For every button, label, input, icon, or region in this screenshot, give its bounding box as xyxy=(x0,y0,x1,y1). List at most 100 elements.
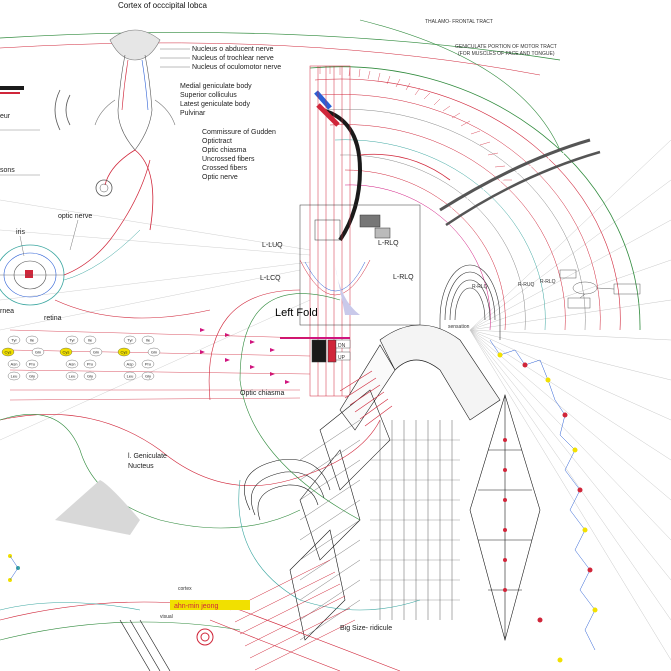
amino-acid-node xyxy=(65,335,79,345)
amino-acid-label: Asn xyxy=(69,362,76,367)
l-luq-label: L-LUQ xyxy=(262,242,283,249)
horizontal-rail xyxy=(370,439,460,601)
amino-acid-label: Cys xyxy=(5,350,12,355)
sensation-label: sensation xyxy=(448,324,470,330)
amino-acid-label: Pro xyxy=(87,362,94,367)
up-label: UP xyxy=(338,355,346,361)
amino-acid-node xyxy=(117,347,131,357)
amino-acid-label: Ile xyxy=(88,338,93,343)
abducent-label: Nucleus o abducent nerve xyxy=(192,46,273,53)
amino-acid-label: Ile xyxy=(146,338,151,343)
amino-acid-label: Leu xyxy=(69,374,76,379)
optic-chiasma-list-label: Optic chiasma xyxy=(202,147,246,154)
crossed-fibers-label: Crossed fibers xyxy=(202,165,248,172)
amino-acid-node xyxy=(83,359,97,369)
amino-acid-node xyxy=(141,371,155,381)
amino-acid-label: Gly xyxy=(145,374,151,379)
amino-acid-node xyxy=(31,347,45,357)
nucleus-label: Nucteus xyxy=(128,463,154,470)
amino-acid-node xyxy=(123,335,137,345)
amino-acid-node xyxy=(147,347,161,357)
l-rlq-label-top: L-RLQ xyxy=(378,240,399,247)
motor-tract-arc xyxy=(314,90,601,242)
amino-acid-node xyxy=(141,335,155,345)
amino-acid-node xyxy=(83,335,97,345)
amino-acid-label: Leu xyxy=(127,374,134,379)
medial-geniculate-label: Medial geniculate body xyxy=(180,83,252,90)
cortex-occipital-label: Cortex of occcipital lobca xyxy=(118,1,207,10)
superior-colliculus-label: Superior colliculus xyxy=(180,92,237,99)
amino-acid-node xyxy=(65,371,79,381)
molecule-atoms xyxy=(497,352,598,663)
cortex-label: cortex xyxy=(178,586,192,592)
amino-acid-label: Gly xyxy=(87,374,93,379)
commissure-label: Commissure of Gudden xyxy=(202,129,276,136)
arrow-rows xyxy=(200,328,290,384)
amino-acid-label: Leu xyxy=(11,374,18,379)
author-label: ahn-min jeong xyxy=(174,603,218,610)
iris-label: iris xyxy=(16,229,25,236)
left-edge-label-1: eur xyxy=(0,113,11,120)
concentric-arcs xyxy=(0,19,641,331)
dn-box xyxy=(335,339,351,349)
amino-acid-node xyxy=(25,335,39,345)
l-geniculate-label: l. Geniculate xyxy=(128,453,167,460)
optic-tract-label: Optictract xyxy=(202,138,232,145)
geniculate-portion-label-1: GENICULATE PORTION OF MOTOR TRACT xyxy=(455,44,557,50)
bottom-structure xyxy=(0,601,401,671)
spindle-dots xyxy=(503,438,507,592)
uncrossed-fibers-label: Uncrossed fibers xyxy=(202,156,255,163)
cornea-label: rnea xyxy=(0,308,14,315)
left-fold-label: Left Fold xyxy=(275,307,318,319)
amino-acid-node xyxy=(7,335,21,345)
eye-diagram xyxy=(0,159,211,319)
thalamo-label: THALAMO- FRONTAL TRACT xyxy=(425,19,493,25)
amino-acid-label: Gln xyxy=(151,350,157,355)
amino-acid-label: Gln xyxy=(93,350,99,355)
geniculate-portion-label-2: (FOR MUSCLES OF FACE AND TONGUE) xyxy=(458,51,555,57)
author-tag xyxy=(170,600,250,610)
optic-nerve-list-label: Optic nerve xyxy=(202,174,238,181)
amino-acid-label: Pro xyxy=(145,362,152,367)
big-size-label: Big Size- ridicule xyxy=(340,625,392,632)
amino-acid-label: Asn xyxy=(11,362,18,367)
amino-acid-node xyxy=(7,371,21,381)
optic-nerve-label: optic nerve xyxy=(58,213,92,220)
amino-acid-label: Tyr xyxy=(127,338,133,343)
arched-ramp xyxy=(439,264,501,340)
amino-acid-node xyxy=(141,359,155,369)
amino-acid-node xyxy=(59,347,73,357)
amino-acid-label: Asp xyxy=(127,362,135,367)
left-ray-fan xyxy=(0,199,311,441)
ray-fan xyxy=(469,139,671,661)
oculomotor-label: Nucleus of oculomotor nerve xyxy=(192,64,281,71)
stair-ramp xyxy=(289,324,501,641)
lateral-geniculate-label: Latest geniculate body xyxy=(180,101,251,108)
r-ruq-label: R-RUQ xyxy=(518,282,534,288)
mini-flowchart xyxy=(559,269,641,309)
amino-acid-label: Cys xyxy=(63,350,70,355)
amino-acid-node xyxy=(65,359,79,369)
left-molecule xyxy=(8,554,20,582)
amino-acid-node xyxy=(83,371,97,381)
leader-line xyxy=(69,219,79,251)
amino-acid-label: Gly xyxy=(29,374,35,379)
stair-hatch xyxy=(339,370,393,427)
left-edge-label-2: sons xyxy=(0,167,15,174)
arrow-guide-lines xyxy=(9,329,311,401)
l-rlq-label: L-RLQ xyxy=(393,274,414,281)
amino-acid-node xyxy=(25,371,39,381)
amino-acid-label: Tyr xyxy=(11,338,17,343)
red-grid-bottom xyxy=(229,559,356,671)
molecule-chain xyxy=(489,339,596,651)
l-lcq-label: L-LCQ xyxy=(260,275,281,282)
r-rlq-label: R-RLQ xyxy=(472,284,488,290)
amino-acid-node xyxy=(89,347,103,357)
trochlear-label: Nucleus of trochlear nerve xyxy=(192,55,274,62)
spindle-column xyxy=(469,393,541,642)
pulvinar-label: Pulvinar xyxy=(180,110,206,117)
occipital-pathway-sketch xyxy=(54,29,176,231)
amino-acid-node xyxy=(123,371,137,381)
